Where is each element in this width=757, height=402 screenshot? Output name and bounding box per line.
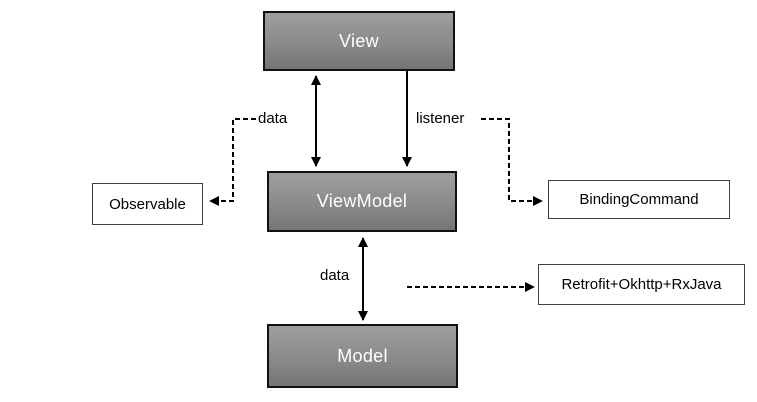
- bindingcommand-node-label: BindingCommand: [579, 191, 699, 208]
- viewmodel-node: ViewModel: [267, 171, 457, 232]
- observable-node: Observable: [92, 183, 203, 225]
- view-viewmodel-data-label: data: [258, 110, 288, 127]
- view-node-label: View: [339, 30, 379, 51]
- viewmodel-node-label: ViewModel: [316, 191, 408, 211]
- bindingcommand-node: BindingCommand: [548, 180, 730, 219]
- data-observable-dashed-arrow: [209, 118, 256, 206]
- observable-node-label: Observable: [109, 195, 186, 213]
- model-node: Model: [267, 324, 458, 388]
- viewmodel-model-data-label: data: [320, 267, 350, 284]
- retrofit-okhttp-rxjava-node-label: Retrofit+Okhttp+RxJava: [561, 276, 722, 293]
- view-node: View: [263, 11, 455, 71]
- view-viewmodel-listener-label: listener: [416, 110, 465, 127]
- listener-bindingcommand-dashed-arrow: [481, 118, 543, 206]
- model-node-label: Model: [337, 345, 388, 366]
- retrofit-okhttp-rxjava-node: Retrofit+Okhttp+RxJava: [538, 264, 745, 305]
